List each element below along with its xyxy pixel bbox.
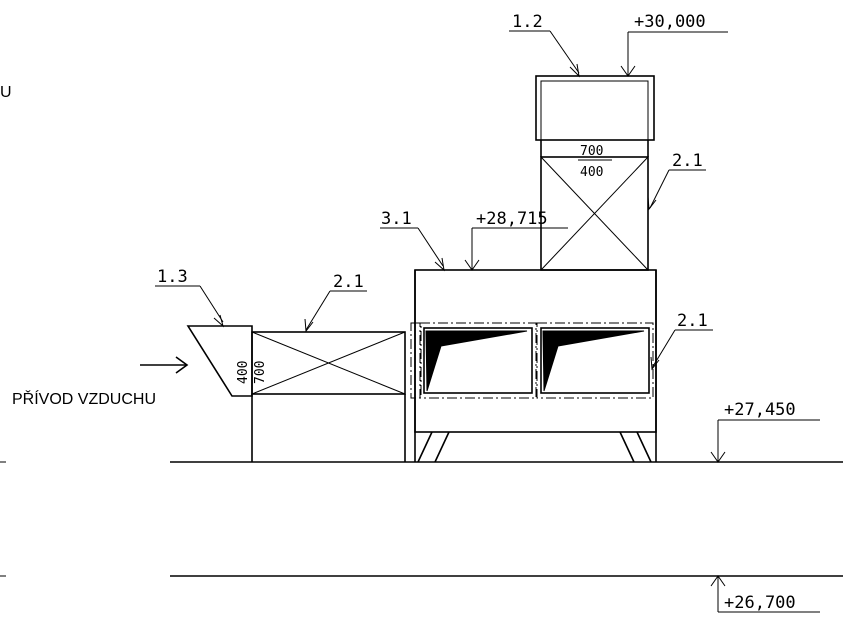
vertical-duct: [540, 140, 649, 271]
tag-roof-hood: 1.2: [512, 12, 543, 32]
tag-arrowhead: [569, 63, 580, 78]
tag-arrowhead: [650, 356, 660, 371]
elev-arrowhead: [464, 259, 480, 271]
tag-leader: [199, 285, 224, 323]
tag-unit-side: 2.1: [677, 311, 708, 331]
tag-leader: [549, 30, 580, 74]
tag-inlet-hood: 1.3: [157, 267, 188, 287]
tag-leader: [417, 227, 444, 267]
tag-leader: [305, 290, 331, 331]
inlet-arrowhead: [175, 356, 189, 374]
elev-arrowhead: [710, 575, 726, 587]
cropped-label: U: [0, 84, 12, 101]
elevation-floor: +27,450: [724, 400, 796, 420]
horizontal-duct: [251, 331, 406, 462]
roof-hood: [535, 75, 655, 141]
tag-arrowhead: [304, 318, 314, 333]
elev-arrowhead: [710, 451, 726, 463]
elevation-unit-top: +28,715: [476, 209, 548, 229]
elev-arrowhead: [620, 65, 636, 77]
tag-leader: [651, 329, 676, 369]
elevation-lower: +26,700: [724, 593, 796, 613]
duct-dim-b: 700: [253, 361, 268, 384]
tag-leader: [649, 169, 670, 209]
tag-arrowhead: [213, 314, 224, 328]
ahu-unit: [410, 269, 657, 463]
air-inlet-label: PŘÍVOD VZDUCHU: [12, 389, 156, 408]
duct-dim-a: 400: [236, 361, 251, 384]
elevation-top: +30,000: [634, 12, 706, 32]
tag-unit: 3.1: [381, 209, 412, 229]
tag-duct-horizontal: 2.1: [333, 272, 364, 292]
duct-dim-w: 700: [580, 144, 603, 159]
duct-dim-h: 400: [580, 165, 603, 180]
tag-arrowhead: [647, 196, 657, 211]
tag-arrowhead: [434, 257, 445, 272]
tag-duct-vertical: 2.1: [672, 151, 703, 171]
